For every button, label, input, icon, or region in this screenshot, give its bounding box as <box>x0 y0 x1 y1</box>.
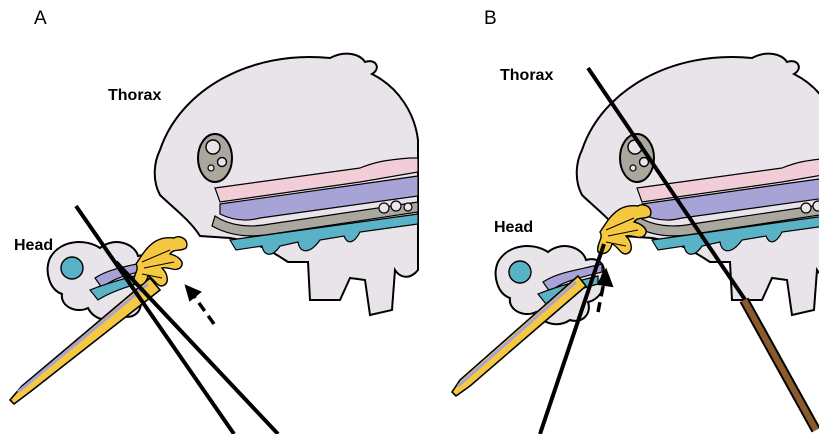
panel-b-letter: B <box>484 8 497 29</box>
panel-a-nerve-bundle <box>134 237 187 286</box>
panel-a-head-label: Head <box>14 237 53 254</box>
panel-a-thorax-label: Thorax <box>108 87 161 104</box>
panel-b-head-label: Head <box>494 219 533 236</box>
panel-a-cut-line-2 <box>116 262 278 434</box>
panel-b-thorax-label: Thorax <box>500 67 553 84</box>
panel-a-letter: A <box>34 8 47 29</box>
panel-a: A Thorax Head <box>10 8 418 434</box>
panel-b-thorax <box>577 54 819 315</box>
panel-a-thorax <box>155 54 418 315</box>
panel-a-arrow <box>186 286 214 324</box>
panel-b: B Thorax Head <box>452 8 819 434</box>
